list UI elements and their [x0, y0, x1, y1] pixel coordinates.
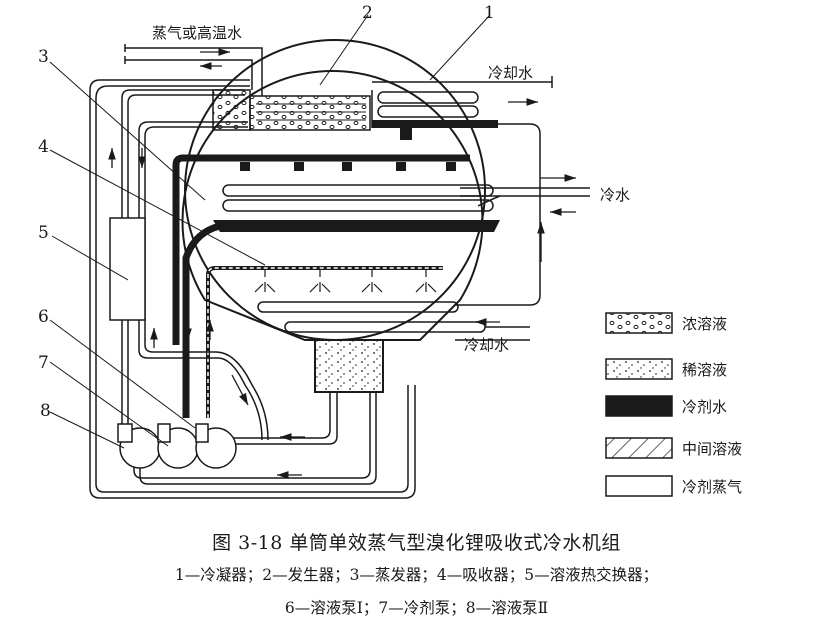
label-1: 1 — [484, 3, 495, 23]
chilled-water-label: 冷水 — [600, 186, 630, 204]
heat-exchanger — [109, 217, 146, 321]
legend-label-refrigerant-water: 冷剂水 — [682, 398, 727, 416]
label-7: 7 — [38, 353, 49, 373]
legend-swatch-refrigerant-water — [605, 395, 673, 417]
evaporator-spray-bar — [172, 154, 470, 345]
steam-line — [124, 44, 263, 96]
cooling-water-bottom-label: 冷却水 — [464, 336, 509, 354]
label-8: 8 — [40, 401, 51, 421]
label-2: 2 — [362, 3, 373, 23]
label-3: 3 — [38, 47, 49, 67]
solution-piping — [89, 79, 416, 499]
label-4: 4 — [38, 137, 49, 157]
legend-swatch-refrigerant-vapor — [605, 475, 673, 497]
label-5: 5 — [38, 223, 49, 243]
steam-label: 蒸气或高温水 — [152, 24, 242, 42]
figure-legend-line-2: 6—溶液泵Ⅰ；7—冷剂泵；8—溶液泵Ⅱ — [284, 599, 549, 617]
absorber-tubes — [257, 301, 530, 333]
figure-legend-line-1: 1—冷凝器；2—发生器；3—蒸发器；4—吸收器；5—溶液热交换器； — [174, 566, 659, 584]
figure-title: 图 3-18 单筒单效蒸气型溴化锂吸收式冷水机组 — [212, 532, 621, 554]
cooling-water-top-label: 冷却水 — [488, 64, 533, 82]
legend-label-concentrated: 浓溶液 — [682, 315, 727, 333]
legend: 浓溶液 稀溶液 冷剂水 中间溶液 冷剂蒸气 — [605, 312, 742, 497]
legend-swatch-dilute — [605, 358, 673, 380]
legend-label-intermediate: 中间溶液 — [682, 440, 742, 458]
flow-arrows — [108, 48, 576, 479]
generator — [212, 89, 371, 131]
label-6: 6 — [38, 307, 49, 327]
legend-label-dilute: 稀溶液 — [682, 361, 727, 379]
cooling-water-out-line — [372, 76, 553, 88]
shell-circle — [184, 39, 486, 341]
absorber-sprays — [254, 270, 437, 293]
pumps — [117, 423, 237, 469]
evaporator-pan — [213, 220, 500, 232]
legend-swatch-intermediate — [605, 437, 673, 459]
legend-label-refrigerant-vapor: 冷剂蒸气 — [682, 478, 742, 496]
leader-lines — [49, 14, 491, 449]
spray-nozzles-refrigerant — [240, 162, 456, 171]
legend-swatch-concentrated — [605, 312, 673, 334]
absorber-sump — [314, 339, 384, 393]
condenser-tray — [372, 120, 498, 128]
evaporator-tubes — [222, 184, 590, 212]
